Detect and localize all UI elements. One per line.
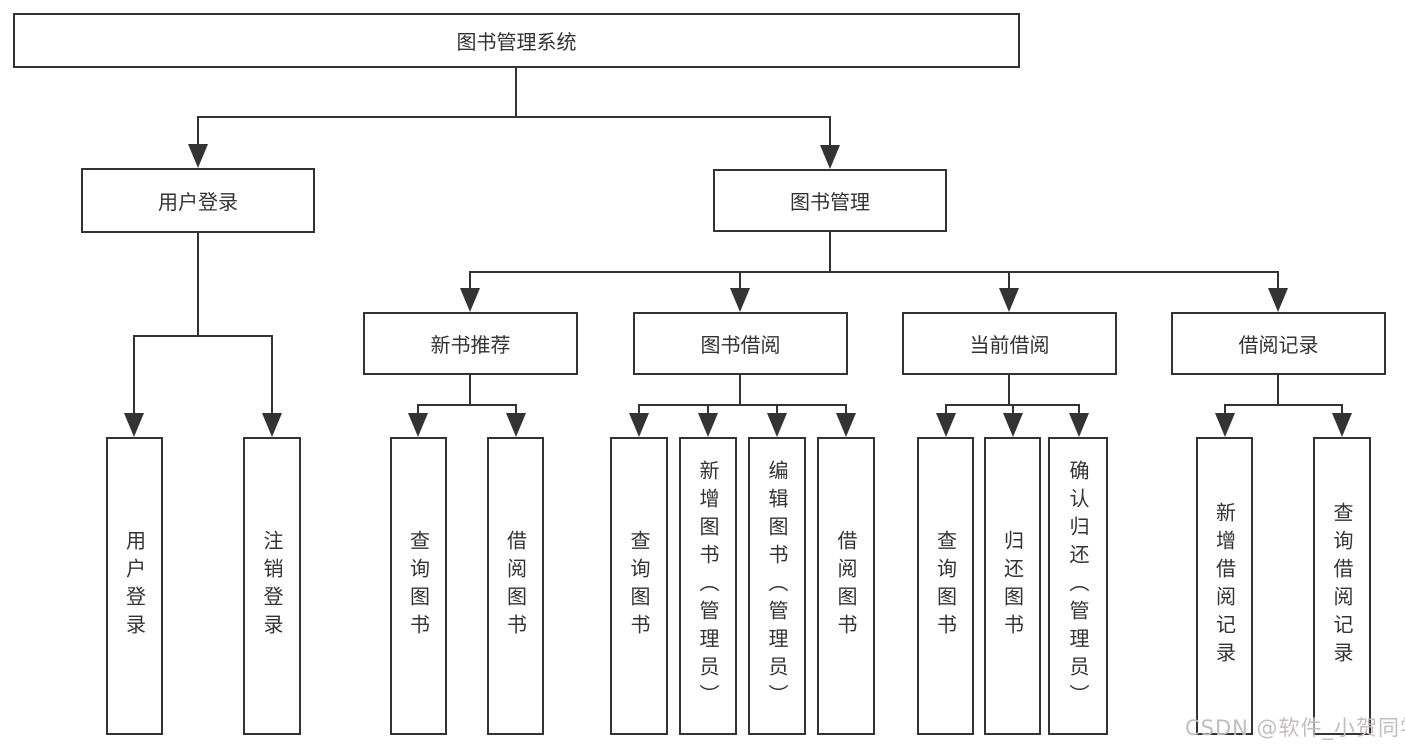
connector-bb-edit-drop (776, 404, 778, 415)
arrowhead-to-current (999, 288, 1019, 312)
node-user-login: 用户登录 (81, 168, 315, 233)
node-borrowing-records: 借阅记录 (1171, 312, 1386, 375)
arrowhead-cb-query (936, 413, 956, 437)
connector-book-mgmt-stem (829, 232, 831, 273)
node-borrow-books-borrowing: 借阅图书 (817, 437, 875, 735)
node-query-books-current: 查询图书 (917, 437, 974, 735)
arrowhead-nb-borrow (506, 413, 526, 437)
connector-nb-query-drop (417, 404, 419, 415)
connector-cb-confirm-drop (1078, 404, 1080, 415)
node-query-books-borrowing: 查询图书 (610, 437, 668, 735)
connector-bb-borrow-drop (845, 404, 847, 415)
connector-rec-add-drop (1224, 404, 1226, 415)
connector-newbook-bar (417, 404, 517, 406)
node-user-login-action: 用户登录 (106, 437, 163, 735)
arrowhead-to-newbook (460, 288, 480, 312)
connector-borrowing-drop (739, 271, 741, 290)
arrowhead-to-login-leaf (124, 413, 144, 437)
connector-root-bar (197, 116, 831, 118)
node-book-borrowing: 图书借阅 (633, 312, 848, 375)
csdn-watermark: CSDN @软件_小贺同学 (1185, 716, 1405, 740)
connector-current-drop (1008, 271, 1010, 290)
arrowhead-cb-confirm (1069, 413, 1089, 437)
connector-bb-query-drop (638, 404, 640, 415)
node-edit-books-admin: 编辑图书（管理员） (748, 437, 806, 735)
connector-login-leaf-drop (133, 335, 135, 415)
arrowhead-cb-return (1003, 413, 1023, 437)
connector-newbook-drop (469, 271, 471, 290)
connector-records-drop (1277, 271, 1279, 290)
arrowhead-to-logout-leaf (262, 413, 282, 437)
arrowhead-bb-query (629, 413, 649, 437)
node-library-management-system: 图书管理系统 (13, 13, 1020, 68)
connector-borrowing-bar (638, 404, 847, 406)
node-query-borrow-record: 查询借阅记录 (1313, 437, 1371, 735)
arrowhead-bb-edit (767, 413, 787, 437)
arrowhead-to-records (1268, 288, 1288, 312)
connector-logout-leaf-drop (271, 335, 273, 415)
node-return-books: 归还图书 (984, 437, 1041, 735)
connector-user-login-drop (197, 116, 199, 146)
connector-rec-query-drop (1341, 404, 1343, 415)
node-book-management: 图书管理 (713, 169, 947, 232)
node-confirm-return-admin: 确认归还（管理员） (1048, 437, 1108, 735)
node-query-books-recommend: 查询图书 (390, 437, 447, 735)
node-add-books-admin: 新增图书（管理员） (679, 437, 737, 735)
node-add-borrow-record: 新增借阅记录 (1196, 437, 1253, 735)
arrowhead-rec-query (1332, 413, 1352, 437)
arrowhead-bb-add (698, 413, 718, 437)
connector-cb-return-drop (1012, 404, 1014, 415)
arrowhead-to-borrowing (730, 288, 750, 312)
connector-nb-borrow-drop (515, 404, 517, 415)
node-new-book-recommendation: 新书推荐 (363, 312, 578, 375)
connector-records-bar (1224, 404, 1343, 406)
arrowhead-bb-borrow (836, 413, 856, 437)
arrowhead-nb-query (408, 413, 428, 437)
connector-root-stem (515, 68, 517, 118)
node-logout: 注销登录 (243, 437, 301, 735)
connector-bb-add-drop (707, 404, 709, 415)
connector-user-login-stem (197, 233, 199, 337)
arrowhead-to-book-mgmt (820, 145, 840, 169)
connector-records-stem (1277, 375, 1279, 406)
arrowhead-to-user-login (188, 144, 208, 168)
connector-current-stem (1008, 375, 1010, 406)
node-borrow-books-recommend: 借阅图书 (487, 437, 544, 735)
connector-newbook-stem (469, 375, 471, 406)
node-current-borrowing: 当前借阅 (902, 312, 1117, 375)
connector-book-mgmt-bar (469, 271, 1279, 273)
connector-user-login-bar (133, 335, 273, 337)
connector-cb-query-drop (945, 404, 947, 415)
arrowhead-rec-add (1215, 413, 1235, 437)
connector-borrowing-stem (739, 375, 741, 406)
connector-book-mgmt-drop (829, 116, 831, 147)
